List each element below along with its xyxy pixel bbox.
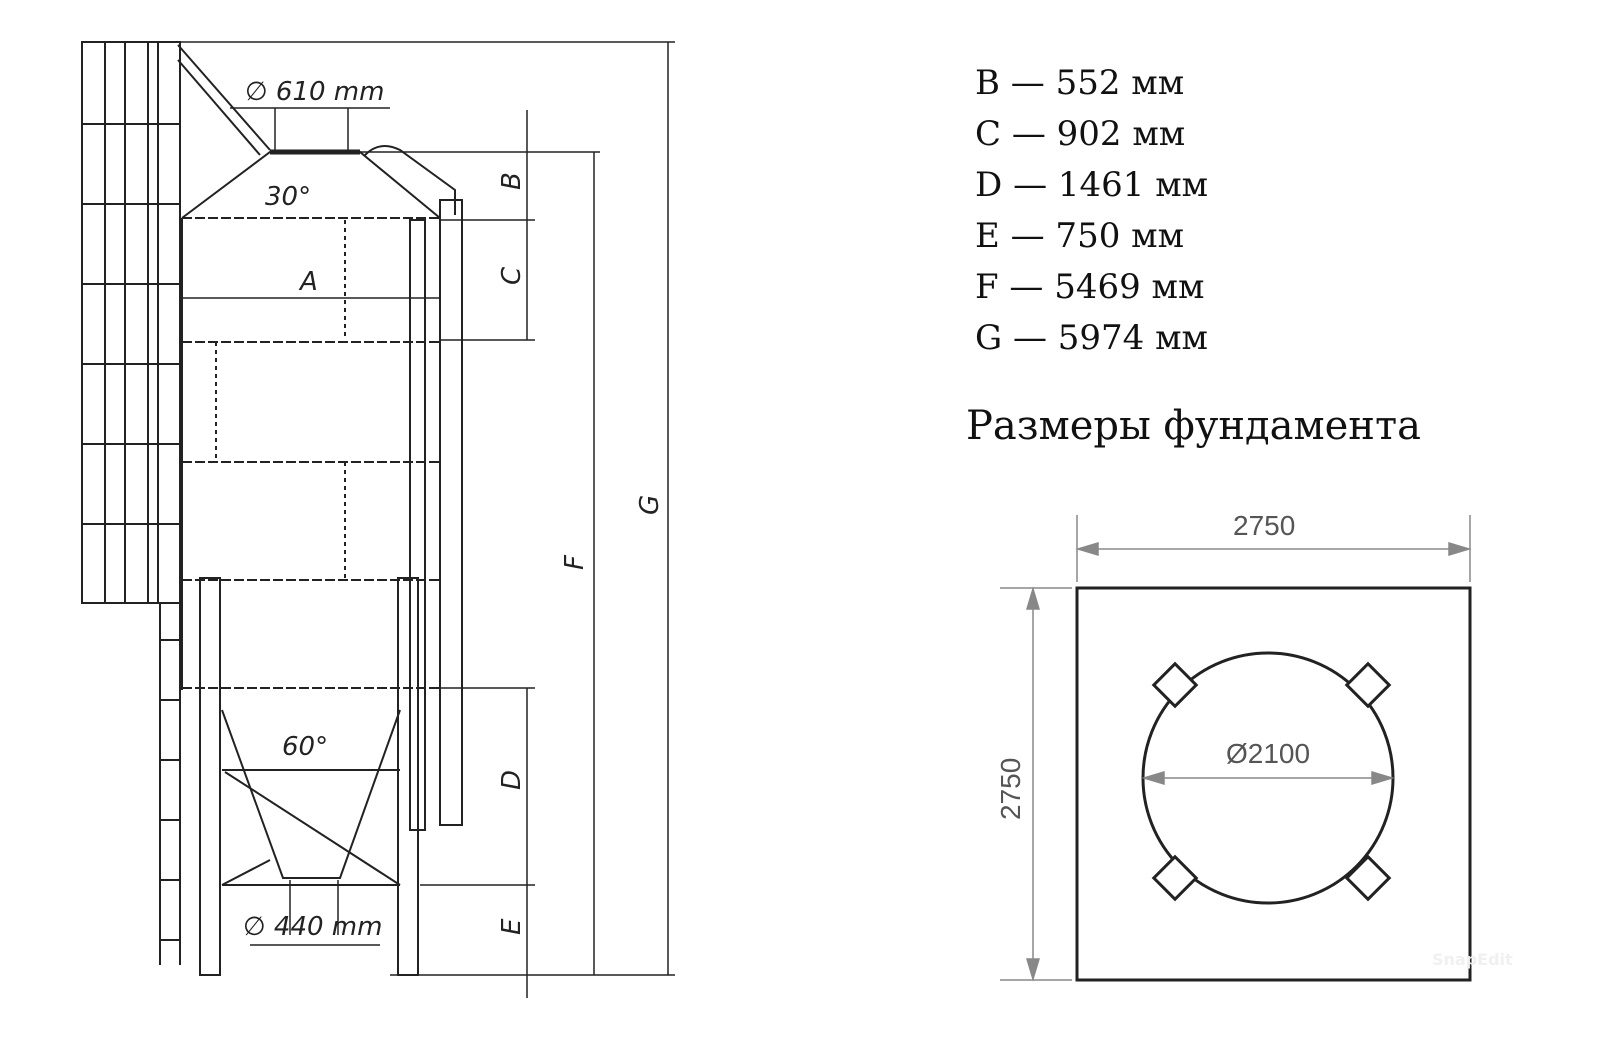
- dim-d-value: D — 1461 мм: [975, 165, 1209, 205]
- dim-c-label: C: [497, 266, 527, 285]
- dimension-lines: [180, 41, 675, 998]
- dim-g-label: G: [635, 495, 665, 515]
- dimension-list: B — 552 мм C — 902 мм D — 1461 мм E — 75…: [975, 58, 1208, 364]
- dim-b-value: B — 552 мм: [975, 63, 1185, 103]
- top-hole-label: ∅ 610 mm: [245, 77, 384, 107]
- dim-g-value: G — 5974 мм: [975, 318, 1209, 358]
- bottom-hole-label: ∅ 440 mm: [243, 912, 382, 942]
- dim-d-label: D: [497, 770, 527, 790]
- dim-e-value: E — 750 мм: [975, 216, 1185, 256]
- foundation-height: 2750: [995, 758, 1026, 820]
- ladder-cage: [81, 41, 271, 965]
- dim-c-value: C — 902 мм: [975, 114, 1186, 154]
- dim-e-label: E: [497, 918, 527, 935]
- dim-f-value: F — 5469 мм: [975, 267, 1205, 307]
- watermark: SnapEdit: [1432, 950, 1513, 969]
- dim-f-label: F: [560, 554, 590, 570]
- foundation-title: Размеры фундамента: [966, 403, 1421, 449]
- foundation-plan: 2750 2750 Ø2100: [995, 510, 1472, 982]
- dim-b-label: B: [497, 172, 527, 190]
- foundation-diameter: Ø2100: [1226, 738, 1310, 769]
- silo-body: [181, 145, 463, 976]
- dim-a-label: A: [298, 267, 318, 297]
- hopper-angle-label: 60°: [282, 732, 328, 762]
- roof-angle-label: 30°: [265, 182, 311, 212]
- foundation-width: 2750: [1233, 510, 1295, 541]
